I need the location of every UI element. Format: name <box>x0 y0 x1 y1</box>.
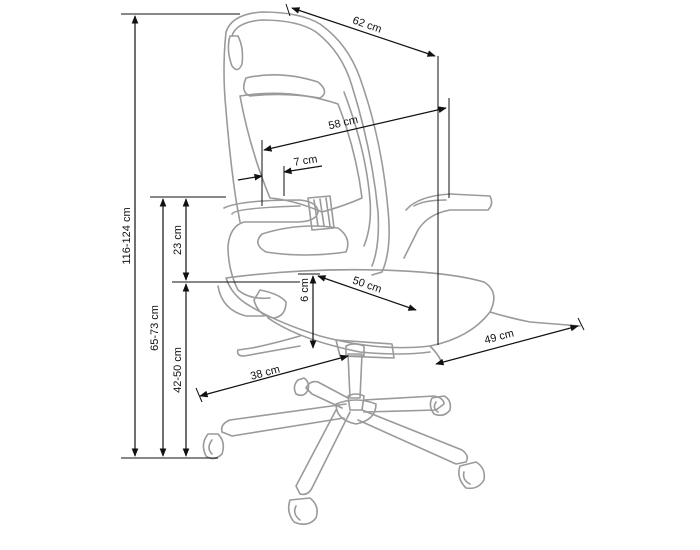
left-armrest-pad <box>253 289 287 319</box>
dim-line-width-top <box>291 7 436 57</box>
dimension-lines <box>121 3 585 459</box>
headrest-band <box>242 74 326 99</box>
seat-underside <box>267 317 431 355</box>
dim-line-seat-width <box>435 324 579 366</box>
caster-front-right <box>458 461 486 490</box>
backrest-shell <box>225 11 390 276</box>
lumbar-support <box>257 225 349 256</box>
backrest-shell-inner <box>231 19 380 267</box>
caster-back-right <box>429 395 452 417</box>
dim-line-base-radius <box>199 354 349 398</box>
caster-front <box>287 497 318 526</box>
label-seat-floor-height: 42-50 cm <box>172 347 184 393</box>
label-seat-thickness: 6 cm <box>299 278 311 302</box>
label-total-height: 116-124 cm <box>121 207 133 264</box>
mesh-panel <box>239 92 363 213</box>
dimension-labels: 116-124 cm 62 cm 58 cm 7 cm 23 cm 65-73 … <box>121 15 515 393</box>
dim-line-seat-depth <box>317 275 417 311</box>
gas-lift <box>347 353 363 399</box>
label-seat-height-range: 65-73 cm <box>149 305 161 351</box>
left-armrest <box>223 199 319 300</box>
label-lumbar: 7 cm <box>293 153 318 169</box>
right-armrest <box>403 193 493 259</box>
backrest-front-edge <box>223 31 241 223</box>
seat-front-roll <box>489 311 581 327</box>
tilt-lever <box>236 335 301 357</box>
label-base-radius: 38 cm <box>249 363 281 382</box>
chair-drawing <box>202 11 581 526</box>
dim-line-backrest-width <box>263 106 447 152</box>
backrest-left-ear <box>227 35 244 71</box>
dim-line-lumbar <box>237 173 263 181</box>
caster-left <box>202 433 225 460</box>
star-base <box>220 380 469 496</box>
label-armrest-height: 23 cm <box>172 225 184 255</box>
mechanism-plate <box>335 339 395 359</box>
star-base-hub <box>335 399 377 425</box>
